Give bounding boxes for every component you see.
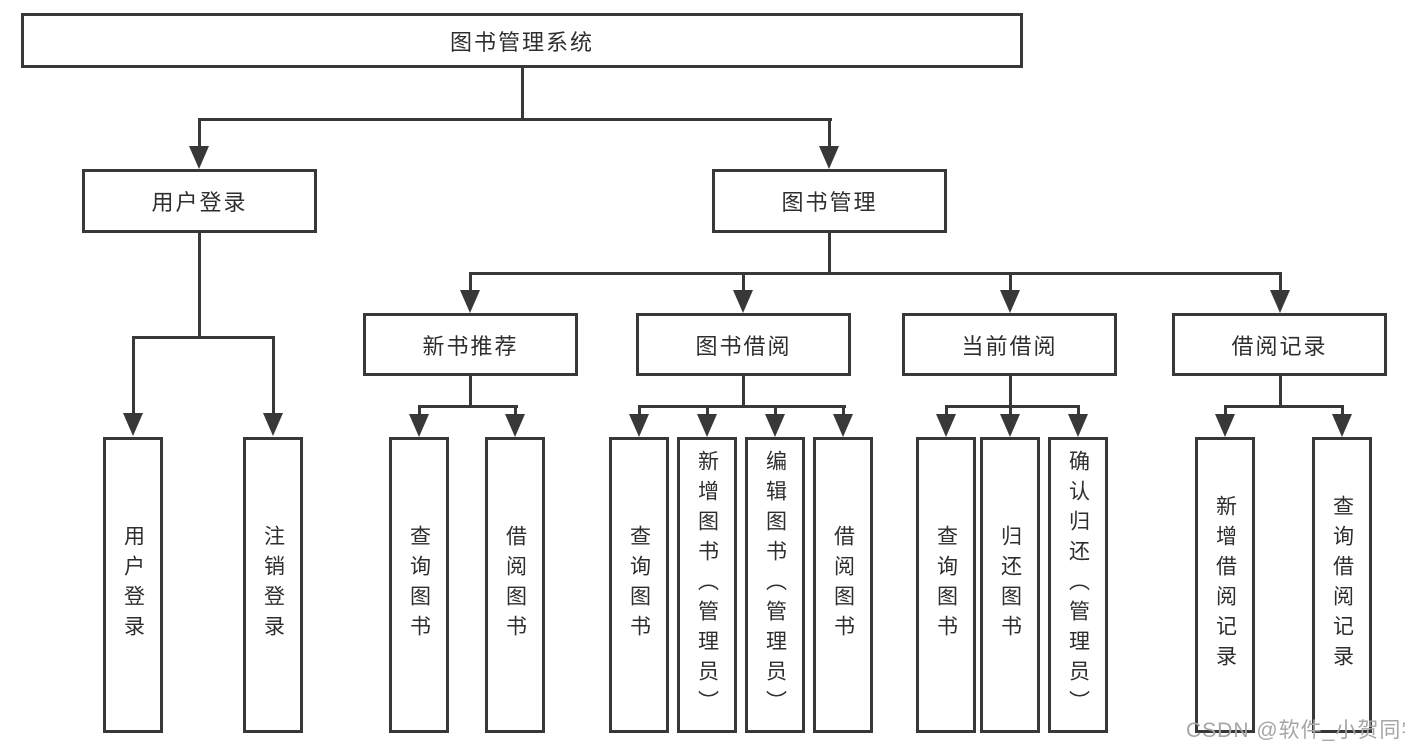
leaf-logout: 注销登录 [243,437,303,733]
leaf-label: 查询图书 [627,525,651,645]
connector-line [1009,376,1012,407]
connector-line [469,272,472,292]
arrowhead-down-icon [1000,290,1020,313]
connector-line [132,336,275,339]
connector-line [945,405,948,416]
connector-line [198,233,201,338]
arrowhead-down-icon [263,413,283,436]
connector-line [842,405,845,416]
connector-line [828,118,831,148]
leaf-label: 归还图书 [998,525,1022,645]
node-book-management: 图书管理 [712,169,947,233]
connector-line [774,405,777,416]
arrowhead-down-icon [833,414,853,437]
arrowhead-down-icon [936,414,956,437]
leaf-records-query-record: 查询借阅记录 [1312,437,1372,733]
watermark: CSDN @软件_小贺同学 [1186,719,1405,742]
connector-line [742,272,745,292]
connector-line [706,405,709,416]
connector-line [1341,405,1344,416]
arrowhead-down-icon [409,414,429,437]
leaf-label: 查询图书 [407,525,431,645]
leaf-user-login: 用户登录 [103,437,163,733]
leaf-label: 编辑图书（管理员） [763,450,787,720]
leaf-newbook-query-books: 查询图书 [389,437,449,733]
arrowhead-down-icon [460,290,480,313]
node-library-management-system: 图书管理系统 [21,13,1023,68]
node-label: 图书借阅 [695,333,792,359]
leaf-label: 借阅图书 [503,525,527,645]
node-label: 图书管理 [781,190,878,215]
connector-line [132,336,135,415]
leaf-current-confirm-return-admin: 确认归还（管理员） [1048,437,1108,733]
connector-line [198,118,201,148]
arrowhead-down-icon [733,290,753,313]
connector-line [828,233,831,274]
connector-line [1009,405,1012,416]
connector-line [945,405,1080,408]
arrowhead-down-icon [697,414,717,437]
leaf-label: 查询借阅记录 [1330,495,1354,675]
arrowhead-down-icon [123,413,143,436]
leaf-label: 用户登录 [121,525,145,645]
node-current-borrowing: 当前借阅 [902,313,1117,376]
connector-line [514,405,517,416]
node-new-book-recommendation: 新书推荐 [363,313,578,376]
leaf-label: 新增图书（管理员） [695,450,719,720]
connector-line [638,405,846,408]
connector-line [1279,272,1282,292]
leaf-current-return-books: 归还图书 [980,437,1040,733]
arrowhead-down-icon [1000,414,1020,437]
arrowhead-down-icon [1270,290,1290,313]
node-user-login: 用户登录 [82,169,317,233]
connector-line [272,336,275,415]
arrowhead-down-icon [629,414,649,437]
leaf-records-add-record: 新增借阅记录 [1195,437,1255,733]
node-book-borrowing: 图书借阅 [636,313,851,376]
leaf-borrowing-query-books: 查询图书 [609,437,669,733]
connector-line [638,405,641,416]
arrowhead-down-icon [1068,414,1088,437]
node-label: 用户登录 [151,190,248,215]
leaf-label: 新增借阅记录 [1213,495,1237,675]
arrowhead-down-icon [819,146,839,169]
arrowhead-down-icon [1215,414,1235,437]
leaf-label: 注销登录 [261,525,285,645]
node-label: 当前借阅 [961,333,1058,359]
node-label: 图书管理系统 [449,29,594,55]
connector-line [1077,405,1080,416]
connector-line [469,376,472,407]
leaf-current-query-books: 查询图书 [916,437,976,733]
leaf-label: 确认归还（管理员） [1066,450,1090,720]
node-label: 借阅记录 [1231,333,1328,359]
connector-line [1224,405,1344,408]
leaf-borrowing-edit-books-admin: 编辑图书（管理员） [745,437,805,733]
connector-line [469,272,1282,275]
arrowhead-down-icon [1332,414,1352,437]
connector-line [521,68,524,118]
connector-line [1224,405,1227,416]
connector-line [198,118,832,121]
arrowhead-down-icon [505,414,525,437]
leaf-label: 借阅图书 [831,525,855,645]
leaf-borrowing-add-books-admin: 新增图书（管理员） [677,437,737,733]
arrowhead-down-icon [189,146,209,169]
leaf-newbook-borrow-books: 借阅图书 [485,437,545,733]
leaf-label: 查询图书 [934,525,958,645]
connector-line [418,405,518,408]
node-label: 新书推荐 [422,333,519,359]
node-borrowing-records: 借阅记录 [1172,313,1387,376]
connector-line [742,376,745,407]
connector-line [1009,272,1012,292]
connector-line [1279,376,1282,407]
leaf-borrowing-borrow-books: 借阅图书 [813,437,873,733]
connector-line [418,405,421,416]
arrowhead-down-icon [765,414,785,437]
